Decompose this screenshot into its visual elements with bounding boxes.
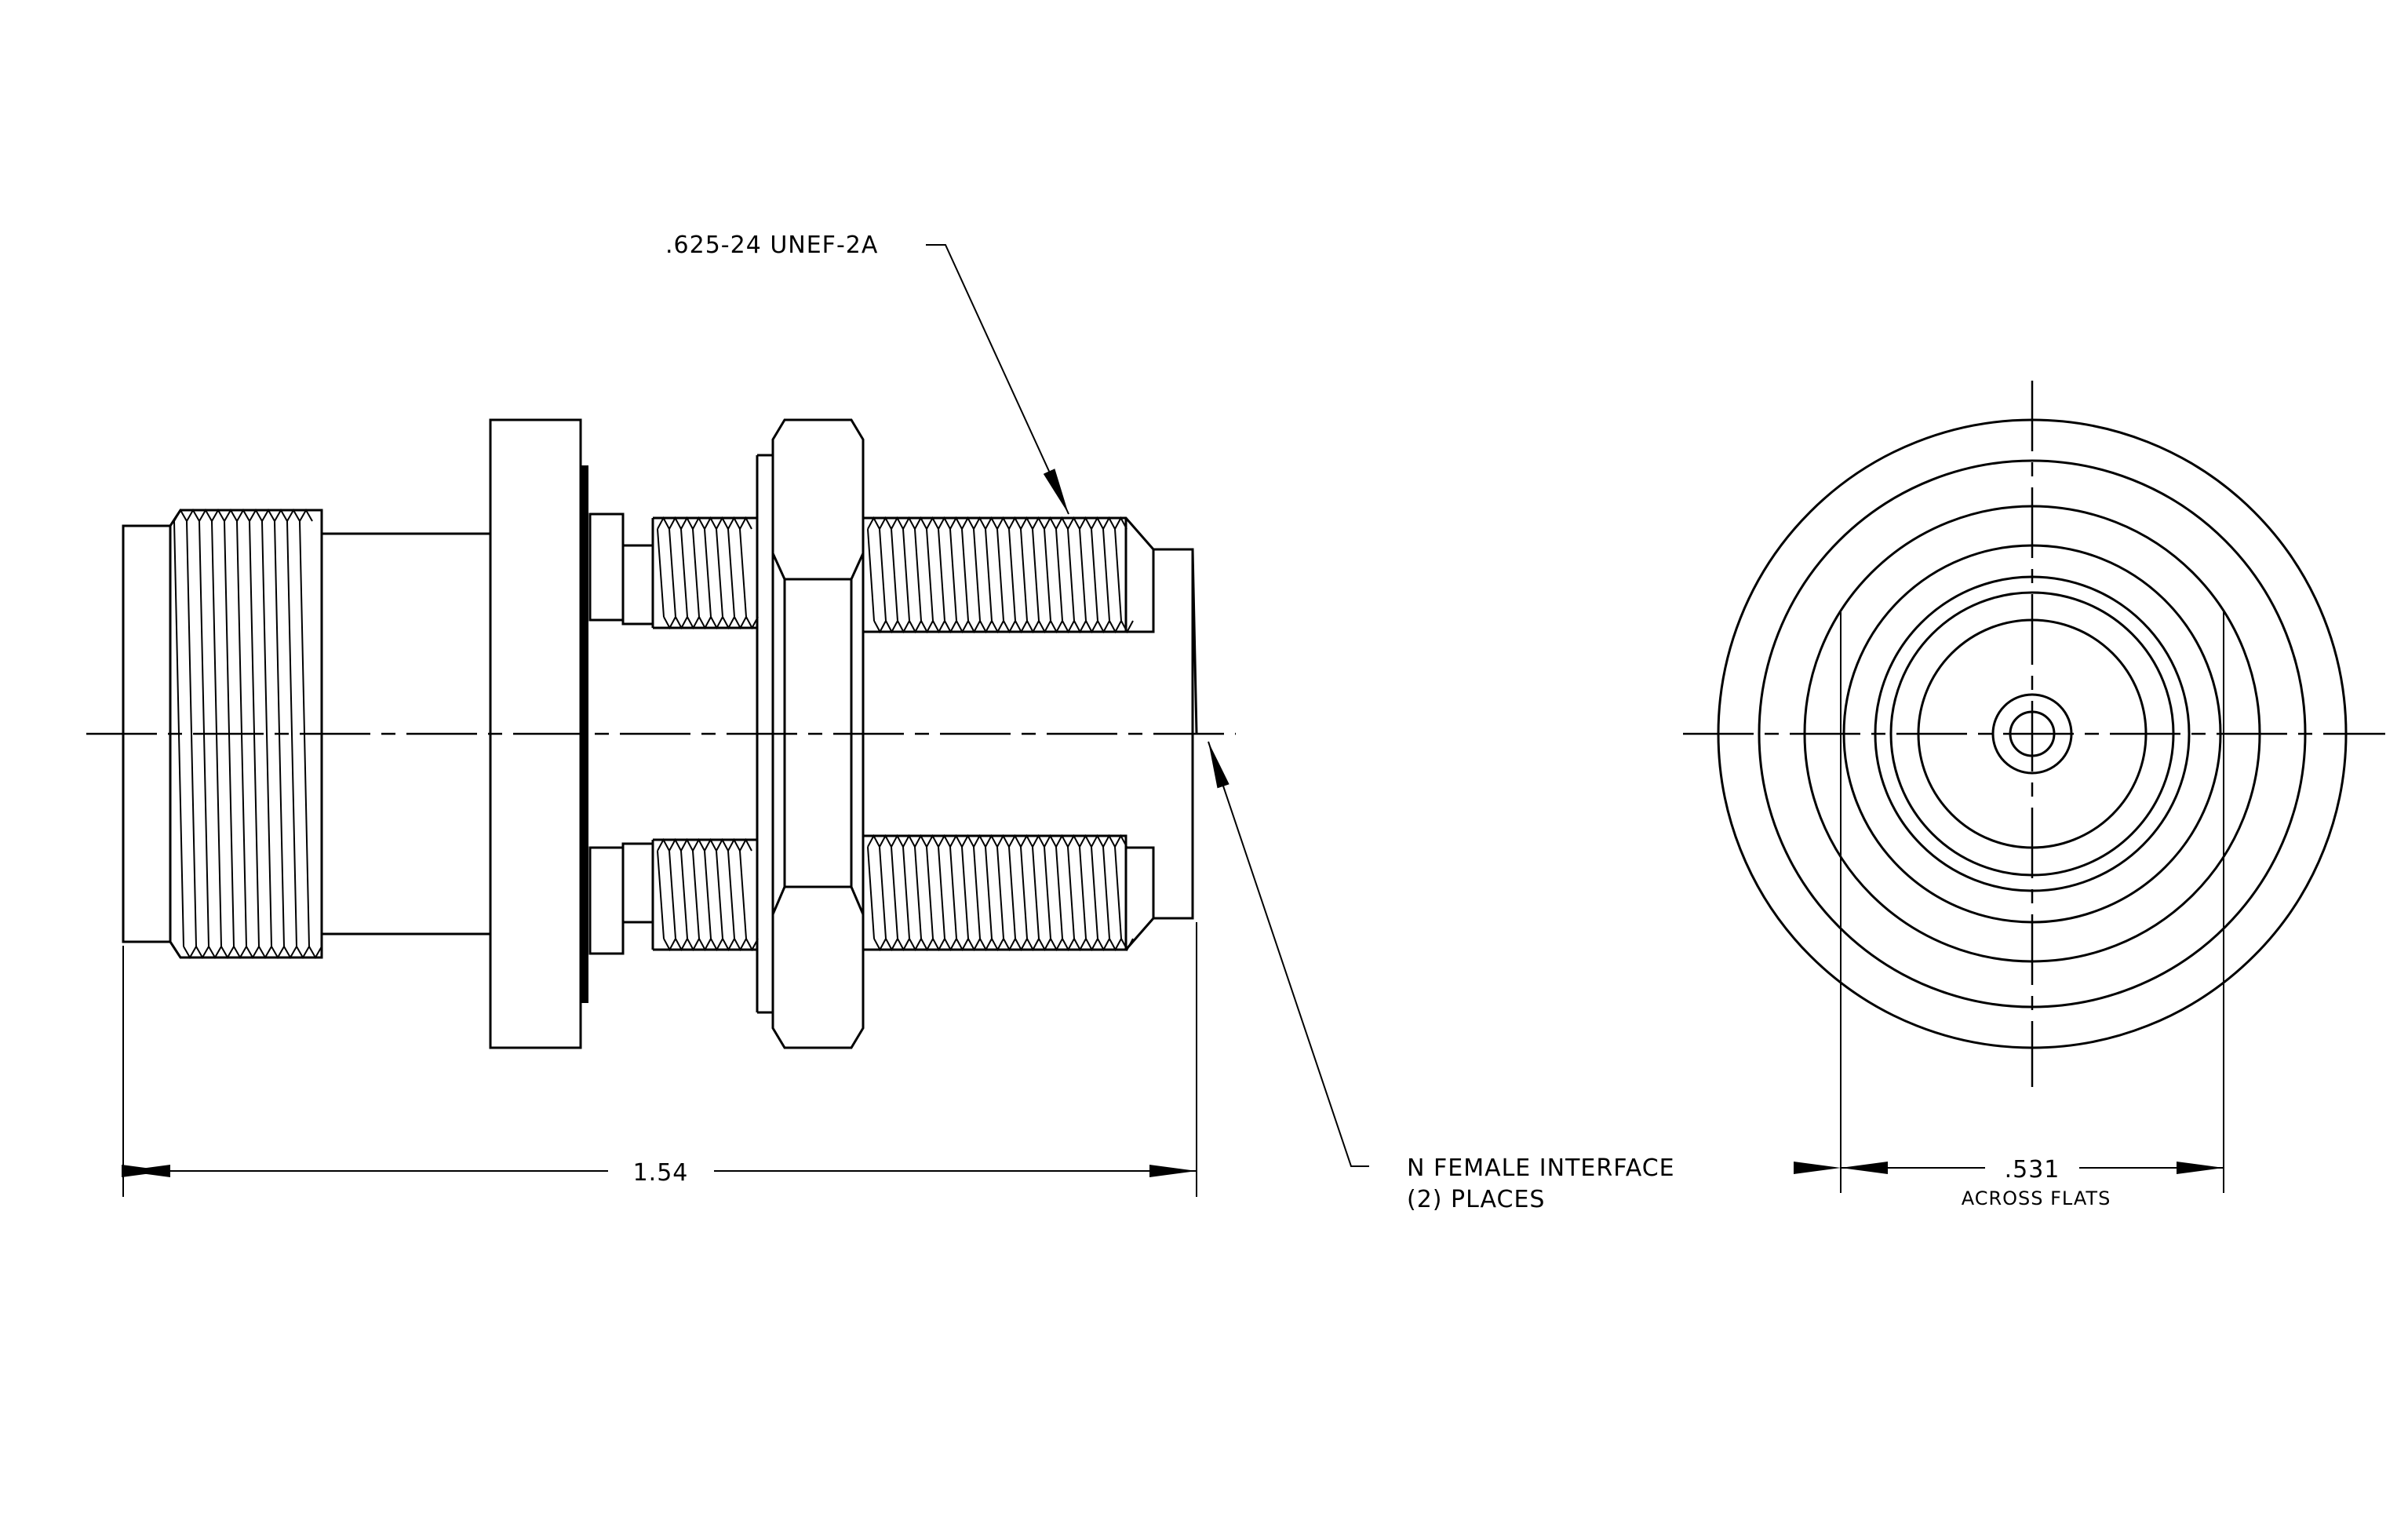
across-flats-note: ACROSS FLATS xyxy=(1962,1187,2111,1209)
hex-size-dim: .531 xyxy=(2005,1156,2060,1184)
thread-spec-callout: .625-24 UNEF-2A xyxy=(665,232,878,259)
gasket xyxy=(581,465,588,1003)
interface-callout-line1: N FEMALE INTERFACE xyxy=(1407,1154,1675,1182)
side-view: 1.54 .625-24 UNEF-2A N FEMALE INTERFACE … xyxy=(86,232,1675,1213)
interface-callout-line2: (2) PLACES xyxy=(1407,1186,1545,1213)
lower-bulkhead-thread xyxy=(588,837,759,955)
overall-length-dim: 1.54 xyxy=(633,1159,689,1187)
end-view: .531 ACROSS FLATS xyxy=(1683,381,2385,1209)
right-thread-upper xyxy=(863,516,1155,634)
thread-leader xyxy=(926,244,1069,515)
body-shell xyxy=(322,532,490,936)
right-thread-lower xyxy=(863,833,1155,952)
interface-leader xyxy=(1208,741,1369,1167)
